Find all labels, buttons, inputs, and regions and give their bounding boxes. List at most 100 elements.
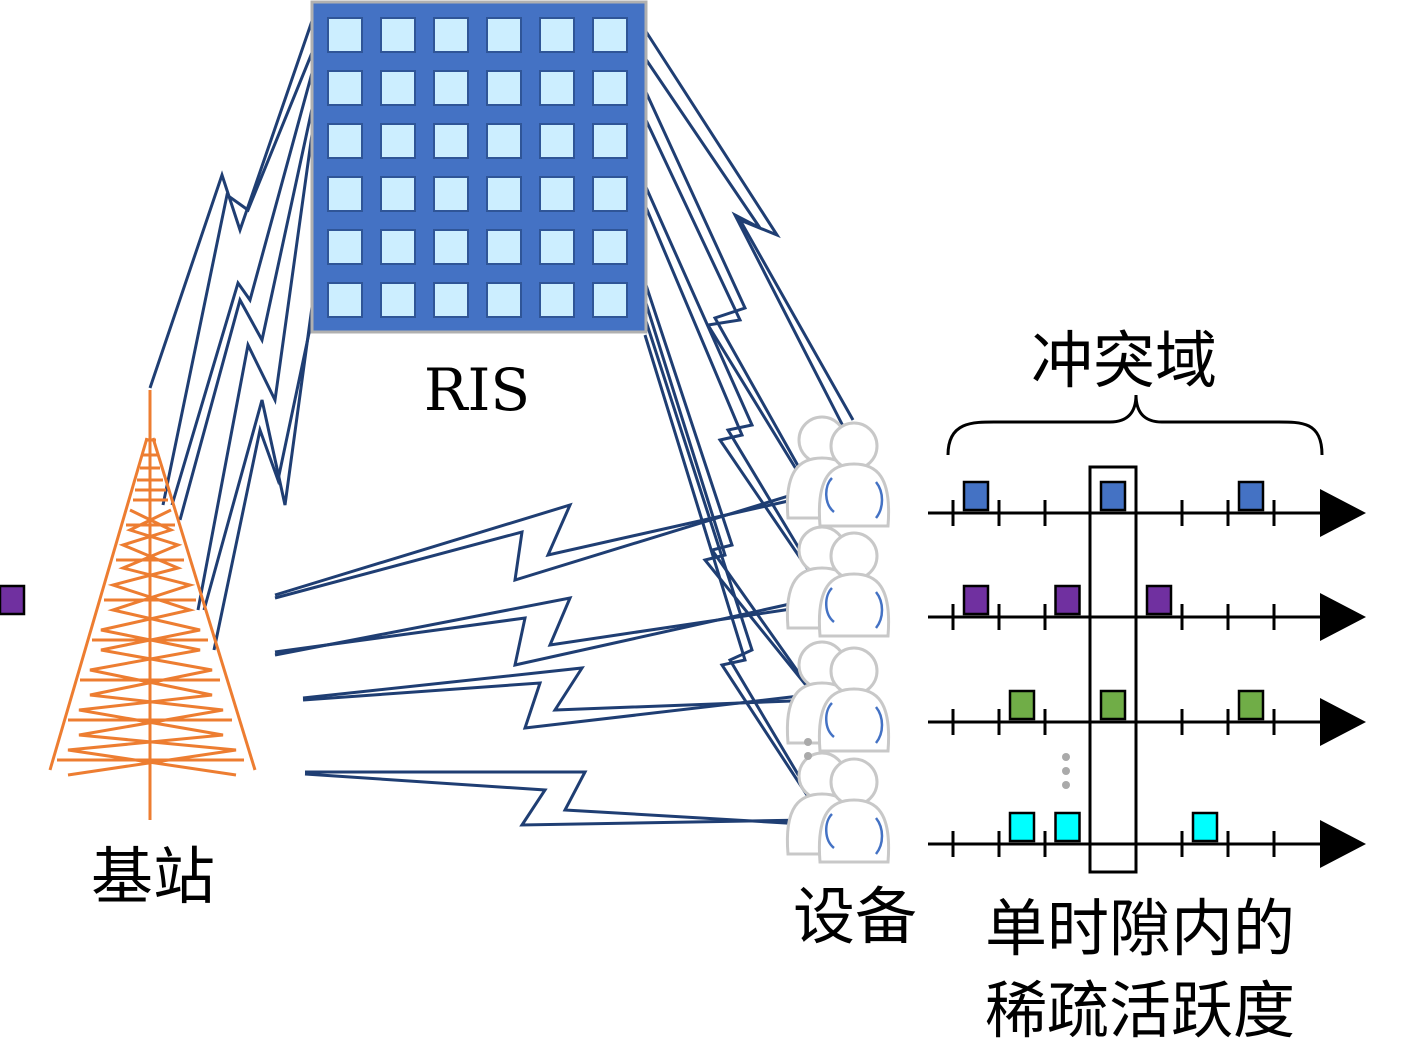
activity-timelines [0, 480, 1366, 868]
ris-element [592, 282, 628, 318]
ris-element [592, 17, 628, 53]
ris-element [486, 282, 522, 318]
timeline-ellipsis-icon [1062, 753, 1070, 789]
ris-element [539, 70, 575, 106]
ris-device-link [643, 204, 824, 591]
active-packet-marker [1099, 480, 1127, 512]
ris-device-link [643, 334, 822, 816]
active-packet-marker [1054, 584, 1081, 616]
device-icon [785, 415, 891, 528]
bs-to-device-links [274, 488, 821, 827]
ris-element [380, 123, 416, 159]
ris-element [433, 229, 469, 265]
collision-slot-highlight [1088, 465, 1138, 874]
ris-label: RIS [424, 356, 530, 424]
active-packet-marker [962, 584, 990, 616]
bs-ris-link [196, 119, 316, 611]
active-packet-marker [962, 480, 990, 512]
active-packet-marker [1237, 689, 1265, 721]
timeline-row [928, 480, 1366, 537]
ris-element [433, 17, 469, 53]
ris-element [327, 123, 363, 159]
direct-link [302, 681, 809, 730]
ris-element [380, 17, 416, 53]
ris-device-link [643, 317, 830, 826]
active-packet-marker [1191, 811, 1219, 843]
active-packet-marker [1099, 689, 1127, 721]
ris-element [539, 176, 575, 212]
active-packet-marker [1145, 584, 1173, 616]
direct-link [274, 598, 809, 667]
ris-element-grid [327, 17, 628, 318]
direct-link [304, 772, 809, 827]
bs-ris-link [202, 284, 317, 611]
device-group [785, 415, 891, 864]
device-icon [785, 640, 891, 753]
ris-device-link [643, 89, 822, 506]
timeline-arrow-icon [1320, 489, 1366, 537]
ris-element [433, 123, 469, 159]
timeline-row [928, 811, 1366, 868]
ris-element [539, 282, 575, 318]
ris-element [486, 17, 522, 53]
direct-link [305, 770, 821, 827]
ris-element [327, 70, 363, 106]
device-ellipsis-icon [804, 738, 812, 760]
ris-element [539, 229, 575, 265]
ris-element [486, 123, 522, 159]
ris-device-link [643, 117, 817, 501]
bs-ris-link [212, 299, 318, 651]
ris-element [327, 176, 363, 212]
bs-ris-link [161, 37, 320, 506]
bs-ris-link [148, 17, 315, 389]
ris-element [380, 282, 416, 318]
ris-element [433, 282, 469, 318]
devices-label: 设备 [793, 880, 917, 953]
ris-element [592, 176, 628, 212]
ris-element [380, 176, 416, 212]
ris-to-device-links [643, 29, 855, 826]
collision-domain-label: 冲突域 [1031, 324, 1217, 397]
ris-element [486, 176, 522, 212]
bs-ris-link [178, 94, 317, 521]
ris-element [592, 229, 628, 265]
ris-device-link [643, 57, 847, 431]
ris-panel [310, 0, 648, 334]
collision-domain-brace [946, 394, 1324, 456]
ris-element [486, 70, 522, 106]
timeline-row [928, 689, 1366, 746]
sparse-activity-caption-line1: 单时隙内的 [985, 892, 1295, 965]
device-icon [785, 751, 891, 864]
ris-element [380, 229, 416, 265]
base-station-label: 基站 [91, 840, 215, 913]
sparse-activity-caption-line2: 稀疏活跃度 [985, 974, 1295, 1042]
timeline-arrow-icon [1320, 698, 1366, 746]
ris-element [592, 123, 628, 159]
ris-element [327, 229, 363, 265]
ris-element [592, 70, 628, 106]
timeline-arrow-icon [1320, 593, 1366, 641]
ris-element [539, 123, 575, 159]
direct-link [274, 493, 816, 597]
ris-element [327, 282, 363, 318]
ris-element [433, 70, 469, 106]
bs-to-ris-links [148, 17, 320, 651]
device-icon [785, 525, 891, 638]
active-packet-marker [0, 584, 26, 616]
active-packet-marker [1008, 811, 1036, 843]
base-station-tower-icon [48, 390, 257, 820]
ris-element [486, 229, 522, 265]
ris-element [539, 17, 575, 53]
ris-element [327, 17, 363, 53]
ris-element [380, 70, 416, 106]
direct-link [302, 666, 819, 712]
timeline-arrow-icon [1320, 820, 1366, 868]
active-packet-marker [1008, 689, 1036, 721]
timeline-row [0, 584, 1366, 641]
direct-link [274, 488, 809, 600]
active-packet-marker [1237, 480, 1265, 512]
bs-ris-link [170, 61, 317, 506]
ris-device-link [643, 29, 855, 421]
active-packet-marker [1054, 811, 1081, 843]
